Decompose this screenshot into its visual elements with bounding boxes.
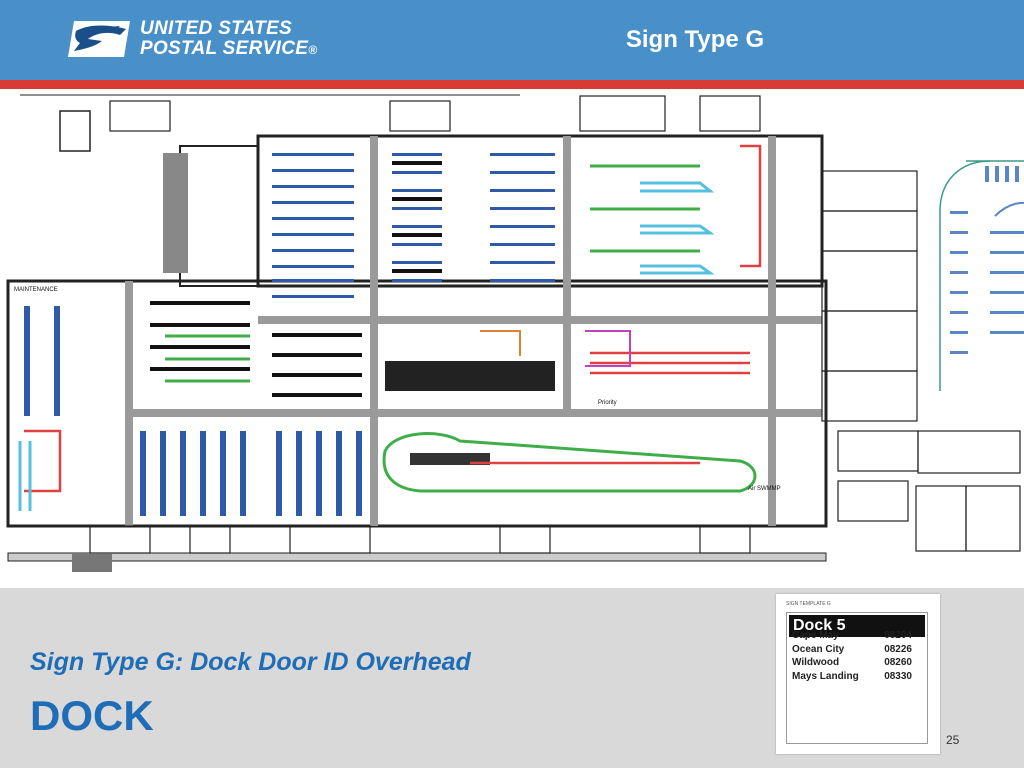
floor-plan-drawing: MAINTENANCE Priority Air SWMMP (6, 94, 1024, 572)
destination-zip: 08226 (884, 643, 912, 655)
destination-row: Wildwood 08260 (792, 657, 912, 671)
destination-row: Ocean City 08226 (792, 644, 912, 658)
destination-city: Ocean City (792, 643, 845, 655)
eagle-icon (68, 21, 130, 57)
destination-zip: 08330 (884, 670, 912, 682)
sign-template-label: SIGN TEMPLATE G (786, 601, 831, 607)
label-priority: Priority (598, 400, 617, 406)
label-air-swmmp: Air SWMMP (748, 486, 781, 492)
slide-subtitle: Sign Type G: Dock Door ID Overhead (30, 648, 471, 676)
page-number: 25 (946, 733, 960, 747)
slide-header (0, 0, 1024, 80)
header-divider (0, 89, 1024, 91)
logo-wordmark: UNITED STATES POSTAL SERVICE® (140, 17, 318, 60)
floor-plan: MAINTENANCE Priority Air SWMMP (0, 91, 1024, 588)
header-red-stripe (0, 80, 1024, 89)
slide-main-title: DOCK (30, 692, 154, 739)
registered-mark: ® (308, 42, 318, 57)
logo-line-2: POSTAL SERVICE (140, 37, 309, 59)
destination-city: Cape May (792, 630, 839, 641)
destination-city: Wildwood (792, 657, 840, 668)
dock-label: Dock 5 (789, 615, 925, 637)
destination-city: Mays Landing (792, 670, 859, 682)
logo-line-1: UNITED STATES (140, 17, 293, 39)
destination-zip: 08204 (884, 630, 912, 641)
sign-template-card: SIGN TEMPLATE G Dock 5 Cape May 08204 Oce… (776, 594, 940, 754)
destination-zip: 08260 (884, 657, 912, 668)
destination-list: Cape May 08204 Ocean City 08226 Wildwood 08… (792, 630, 912, 684)
sign-frame: Dock 5 (786, 612, 928, 744)
destination-row: Mays Landing 08330 (792, 671, 912, 685)
destination-row: Cape May 08204 (792, 630, 912, 644)
usps-logo: UNITED STATES POSTAL SERVICE® (68, 16, 317, 62)
slide-title: Sign Type G (625, 26, 765, 53)
label-maintenance: MAINTENANCE (14, 287, 58, 293)
